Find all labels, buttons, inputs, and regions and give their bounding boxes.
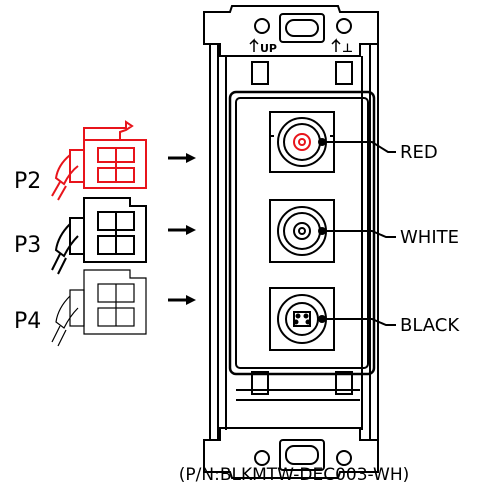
- jack-label-red: RED: [400, 142, 438, 163]
- up-label-left: UP: [260, 42, 277, 55]
- connector-label-p2: P2: [14, 169, 41, 194]
- connector-p3: [51, 197, 147, 275]
- arrow-head-p4: [186, 295, 196, 305]
- connector-label-p4: P4: [14, 309, 41, 334]
- jack-white: [269, 199, 335, 263]
- up-label-right: ⊥: [342, 41, 353, 55]
- up-marker-left: [249, 38, 259, 52]
- plate-insert: [235, 97, 369, 369]
- plate-outer: [228, 90, 376, 376]
- part-number: (P/N:BLKMTW-DEC003-WH): [179, 465, 409, 485]
- connector-label-p3: P3: [14, 233, 41, 258]
- leader-white: [318, 227, 396, 238]
- connector-p4: [51, 269, 147, 347]
- leader-red: [318, 138, 396, 153]
- arrow-head-p3: [186, 225, 196, 235]
- jack-label-black: BLACK: [400, 315, 460, 336]
- up-marker-right: [331, 38, 341, 52]
- connector-p2: [51, 120, 147, 201]
- jack-label-white: WHITE: [400, 227, 459, 248]
- arrow-head-p2: [186, 153, 196, 163]
- leader-black: [318, 315, 396, 326]
